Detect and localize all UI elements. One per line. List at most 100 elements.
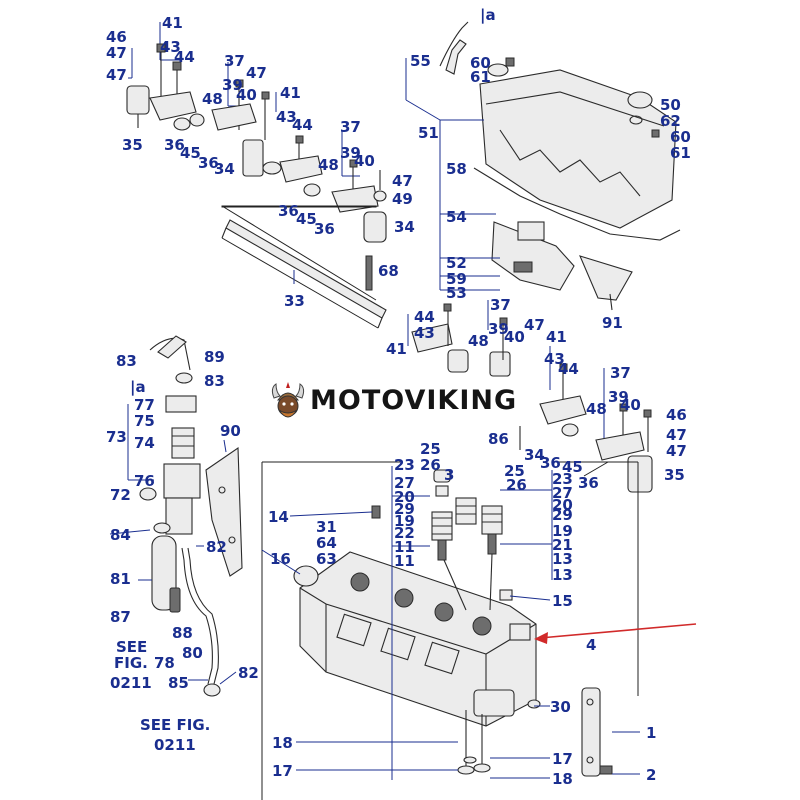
callout-16: 16 <box>270 550 291 568</box>
see-fig-right-line3: 0211 <box>110 674 152 692</box>
callout-50: 50 <box>660 96 681 114</box>
callout-47: 47 <box>106 44 127 62</box>
callout-41: 41 <box>280 84 301 102</box>
callout-30: 30 <box>550 698 571 716</box>
callout-36: 36 <box>278 202 299 220</box>
callout-74: 74 <box>134 434 155 452</box>
callout-26: 26 <box>420 456 441 474</box>
callout-43: 43 <box>160 38 181 56</box>
callout-40: 40 <box>236 86 257 104</box>
callout-68: 68 <box>378 262 399 280</box>
callout-82: 82 <box>206 538 227 556</box>
ref-a-top: |a <box>480 6 496 25</box>
callout-39: 39 <box>488 320 509 338</box>
callout-48: 48 <box>318 156 339 174</box>
callout-39: 39 <box>222 76 243 94</box>
callout-48: 48 <box>468 332 489 350</box>
ref-a-left: |a <box>130 378 146 397</box>
callout-63: 63 <box>316 550 337 568</box>
callout-45: 45 <box>296 210 317 228</box>
callout-83: 83 <box>204 372 225 390</box>
callout-43: 43 <box>276 108 297 126</box>
callout-45: 45 <box>562 458 583 476</box>
callout-2: 2 <box>646 766 656 784</box>
callout-86: 86 <box>488 430 509 448</box>
callout-51: 51 <box>418 124 439 142</box>
callout-62: 62 <box>660 112 681 130</box>
callout-75: 75 <box>134 412 155 430</box>
callout-44: 44 <box>414 308 435 326</box>
callout-76: 76 <box>134 472 155 490</box>
callout-35: 35 <box>664 466 685 484</box>
callout-29: 29 <box>552 506 573 524</box>
callout-47: 47 <box>666 442 687 460</box>
leader-lines <box>109 466 640 780</box>
callout-36: 36 <box>578 474 599 492</box>
callout-23: 23 <box>552 470 573 488</box>
rocker-shaft <box>221 205 387 329</box>
see-fig-right-line1: SEE <box>116 638 147 656</box>
callout-33: 33 <box>284 292 305 310</box>
callout-52: 52 <box>446 254 467 272</box>
callout-36: 36 <box>198 154 219 172</box>
callout-3: 3 <box>444 466 454 484</box>
callout-27: 27 <box>394 474 415 492</box>
see-fig-bottom-line1: SEE FIG. <box>140 716 210 734</box>
watermark-logo: MOTOVIKING <box>262 378 530 426</box>
callout-37: 37 <box>490 296 511 314</box>
callout-44: 44 <box>174 48 195 66</box>
callout-43: 43 <box>544 350 565 368</box>
callout-20: 20 <box>394 488 415 506</box>
callout-43: 43 <box>414 324 435 342</box>
callout-36: 36 <box>314 220 335 238</box>
callout-39: 39 <box>608 388 629 406</box>
callout-82: 82 <box>238 664 259 682</box>
callout-23: 23 <box>394 456 415 474</box>
callout-84: 84 <box>110 526 131 544</box>
rocker-assembly-middle <box>407 300 653 493</box>
callout-40: 40 <box>354 152 375 170</box>
callout-61: 61 <box>670 144 691 162</box>
callout-88: 88 <box>172 624 193 642</box>
callout-1: 1 <box>646 724 656 742</box>
see-fig-right-line2: FIG. <box>114 654 148 672</box>
callout-85: 85 <box>168 674 189 692</box>
callout-58: 58 <box>446 160 467 178</box>
valve-cover-assembly <box>405 21 681 311</box>
callout-47: 47 <box>392 172 413 190</box>
callout-18: 18 <box>272 734 293 752</box>
rocker-assembly-top <box>126 22 387 243</box>
callout-91: 91 <box>602 314 623 332</box>
valves <box>457 710 491 775</box>
callout-81: 81 <box>110 570 131 588</box>
callout-22: 22 <box>394 524 415 542</box>
callout-55: 55 <box>410 52 431 70</box>
callout-49: 49 <box>392 190 413 208</box>
callout-45: 45 <box>180 144 201 162</box>
callout-18: 18 <box>552 770 573 788</box>
callout-17: 17 <box>552 750 573 768</box>
callout-44: 44 <box>558 360 579 378</box>
callout-37: 37 <box>340 118 361 136</box>
callout-37: 37 <box>610 364 631 382</box>
callout-34: 34 <box>214 160 235 178</box>
callout-46: 46 <box>666 406 687 424</box>
callout-19: 19 <box>394 512 415 530</box>
callout-4: 4 <box>586 636 596 654</box>
callout-60: 60 <box>670 128 691 146</box>
callout-73: 73 <box>106 428 127 446</box>
callout-20: 20 <box>552 496 573 514</box>
callout-78: 78 <box>154 654 175 672</box>
callout-11: 11 <box>394 538 415 556</box>
callout-34: 34 <box>524 446 545 464</box>
breather-assembly-left <box>127 335 243 697</box>
callout-60: 60 <box>470 54 491 72</box>
watermark-brand-text: MOTOVIKING <box>310 385 518 416</box>
callout-89: 89 <box>204 348 225 366</box>
callout-35: 35 <box>122 136 143 154</box>
callout-47: 47 <box>524 316 545 334</box>
pointer-arrow <box>534 623 697 644</box>
callout-11: 11 <box>394 552 415 570</box>
callout-14: 14 <box>268 508 289 526</box>
